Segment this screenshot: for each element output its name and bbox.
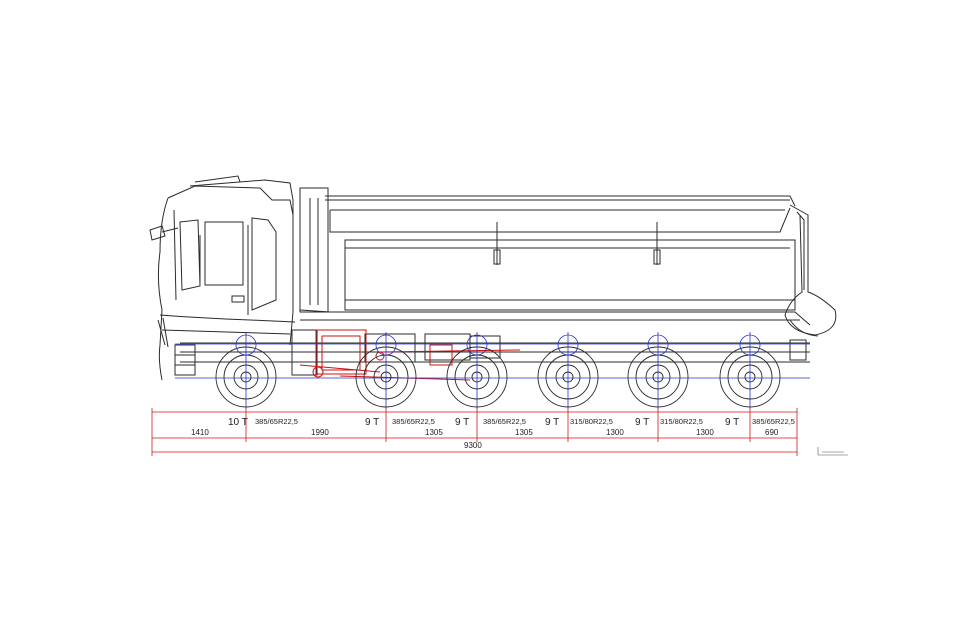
axle-load-5: 9 T (635, 417, 649, 428)
wheel-4 (537, 332, 599, 409)
axle-load-6: 9 T (725, 417, 739, 428)
tyre-size-2: 385/65R22,5 (392, 417, 435, 426)
tyre-size-5: 315/80R22,5 (660, 417, 703, 426)
centerlines (175, 343, 810, 379)
wheel-3 (446, 332, 508, 409)
axle-load-1: 10 T (228, 417, 248, 428)
spacing-1: 1410 (191, 428, 209, 437)
axle-load-2: 9 T (365, 417, 379, 428)
wheel-6 (719, 332, 781, 409)
spacing-2: 1990 (311, 428, 329, 437)
title-block (817, 447, 848, 456)
tyre-size-4: 315/80R22,5 (570, 417, 613, 426)
tyre-size-3: 385/65R22,5 (483, 417, 526, 426)
axle-load-3: 9 T (455, 417, 469, 428)
cab (149, 175, 296, 381)
total-length: 9300 (464, 441, 482, 450)
hydraulic-components (299, 329, 521, 381)
tyre-size-6: 385/65R22,5 (752, 417, 795, 426)
spacing-6: 1300 (696, 428, 714, 437)
spacing-5: 1300 (606, 428, 624, 437)
wheel-2 (355, 332, 417, 409)
wheel-1 (215, 332, 277, 409)
chassis-frame (180, 329, 810, 376)
spacing-7: 690 (765, 428, 779, 437)
axle-ticks (245, 408, 751, 442)
spacing-4: 1305 (515, 428, 533, 437)
tyre-size-1: 385/65R22,5 (255, 417, 298, 426)
wheel-5 (627, 332, 689, 409)
wheels (215, 332, 781, 409)
tipper-body (299, 187, 837, 337)
axle-load-4: 9 T (545, 417, 559, 428)
spacing-3: 1305 (425, 428, 443, 437)
dimension-lines (151, 408, 798, 456)
